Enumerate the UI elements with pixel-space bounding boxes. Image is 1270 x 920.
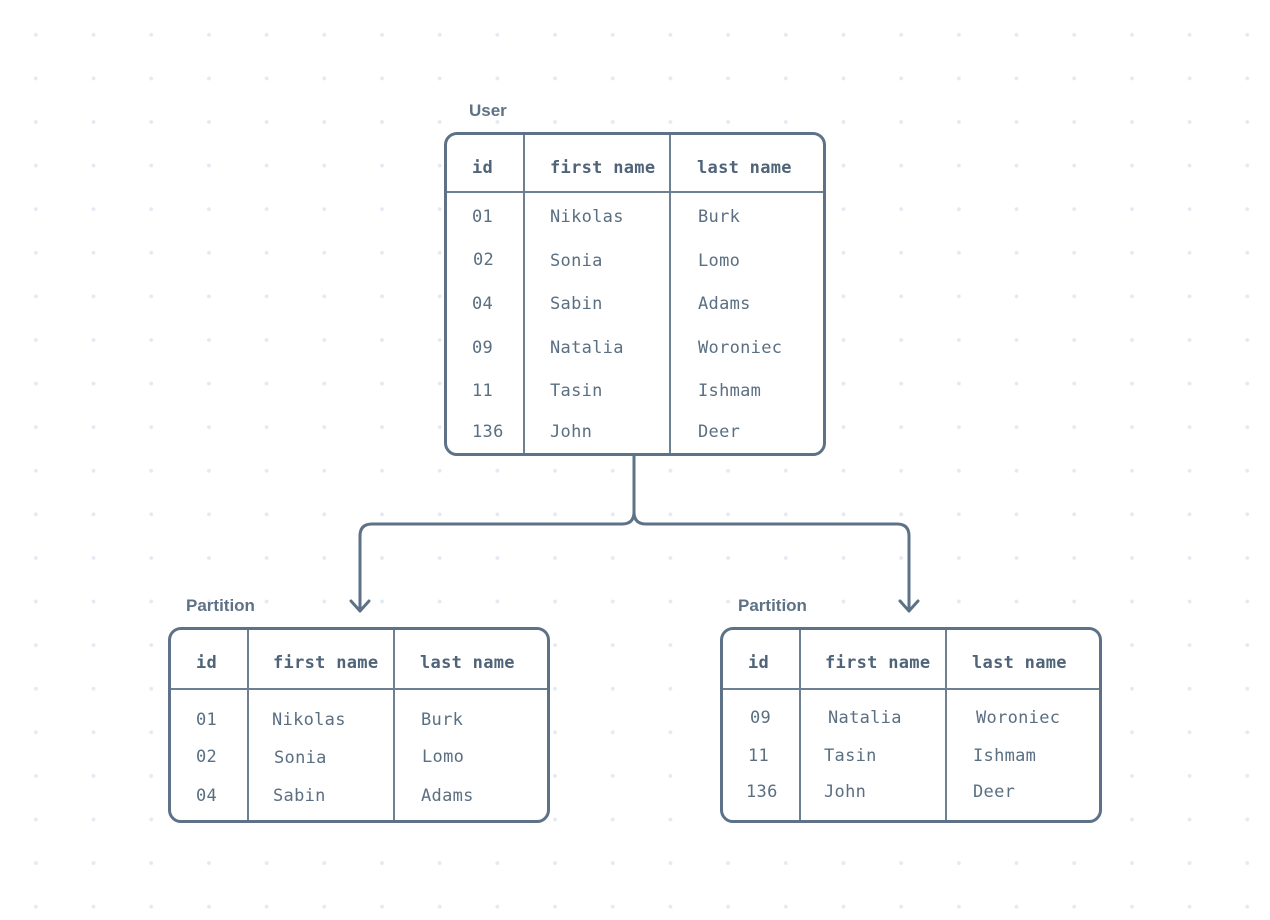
cell-id: 04 xyxy=(472,294,494,314)
cell-first-name: Tasin xyxy=(550,381,603,401)
column-divider xyxy=(247,630,249,820)
header-last-name: last name xyxy=(972,653,1067,673)
cell-last-name: Burk xyxy=(698,207,741,227)
cell-last-name: Burk xyxy=(421,710,464,730)
cell-id: 11 xyxy=(472,381,494,401)
cell-id: 09 xyxy=(750,708,772,728)
partition-left-caption: Partition xyxy=(186,596,255,615)
cell-id: 01 xyxy=(196,710,218,730)
header-last-name: last name xyxy=(697,158,792,178)
cell-last-name: Adams xyxy=(421,786,474,806)
partition-left-table: id first name last name 01 Nikolas Burk … xyxy=(168,627,550,823)
column-divider xyxy=(393,630,395,820)
cell-last-name: Deer xyxy=(973,782,1016,802)
partition-right-table: id first name last name 09 Natalia Woron… xyxy=(720,627,1102,823)
cell-last-name: Ishmam xyxy=(973,746,1037,766)
connector-trunk-and-branches xyxy=(358,453,911,613)
cell-first-name: Sabin xyxy=(550,294,603,314)
partition-right-header-row xyxy=(723,630,1099,690)
cell-last-name: Lomo xyxy=(422,747,465,767)
header-id: id xyxy=(748,653,770,673)
cell-id: 09 xyxy=(472,338,494,358)
cell-id: 02 xyxy=(473,250,495,270)
cell-last-name: Lomo xyxy=(698,251,741,271)
cell-id: 136 xyxy=(472,422,504,442)
header-id: id xyxy=(196,653,218,673)
column-divider xyxy=(523,135,525,453)
header-first-name: first name xyxy=(825,653,931,673)
cell-first-name: Sonia xyxy=(550,251,603,271)
partition-right-caption: Partition xyxy=(738,596,807,615)
arrowhead-right-icon xyxy=(898,599,920,613)
column-divider xyxy=(799,630,801,820)
cell-first-name: Natalia xyxy=(828,708,902,728)
cell-first-name: Natalia xyxy=(550,338,624,358)
column-divider xyxy=(945,630,947,820)
cell-id: 136 xyxy=(746,782,778,802)
cell-last-name: Adams xyxy=(698,294,751,314)
cell-id: 04 xyxy=(196,786,218,806)
user-table: id first name last name 01 Nikolas Burk … xyxy=(444,132,826,456)
cell-first-name: John xyxy=(824,782,867,802)
user-table-header-row xyxy=(447,135,823,193)
cell-last-name: Ishmam xyxy=(698,381,762,401)
cell-id: 11 xyxy=(748,746,770,766)
cell-last-name: Deer xyxy=(698,422,741,442)
cell-first-name: Sonia xyxy=(274,748,327,768)
cell-first-name: Tasin xyxy=(824,746,877,766)
user-table-caption: User xyxy=(469,101,507,120)
cell-first-name: Nikolas xyxy=(550,207,624,227)
header-first-name: first name xyxy=(550,158,656,178)
cell-last-name: Woroniec xyxy=(976,708,1061,728)
column-divider xyxy=(669,135,671,453)
cell-id: 01 xyxy=(472,207,494,227)
cell-first-name: John xyxy=(550,422,593,442)
header-id: id xyxy=(472,158,494,178)
cell-first-name: Nikolas xyxy=(272,710,346,730)
cell-last-name: Woroniec xyxy=(698,338,783,358)
header-last-name: last name xyxy=(420,653,515,673)
cell-id: 02 xyxy=(196,747,218,767)
header-first-name: first name xyxy=(273,653,379,673)
arrowhead-left-icon xyxy=(349,599,371,613)
partition-left-header-row xyxy=(171,630,547,690)
cell-first-name: Sabin xyxy=(273,786,326,806)
